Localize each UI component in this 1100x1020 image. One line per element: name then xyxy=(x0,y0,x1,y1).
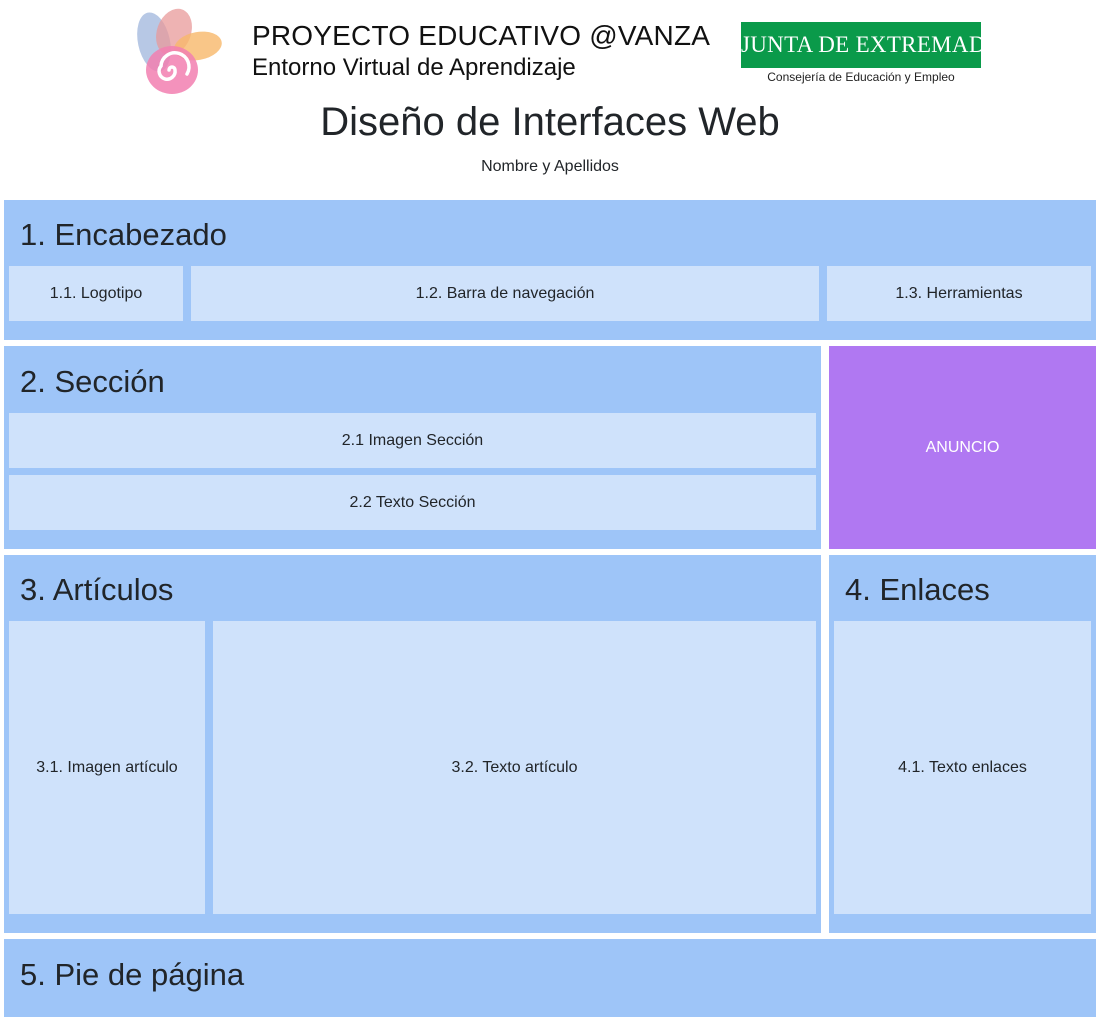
ad-banner: ANUNCIO xyxy=(829,346,1096,549)
links-heading: 4. Enlaces xyxy=(845,572,990,607)
junta-department: Consejería de Educación y Empleo xyxy=(767,70,955,84)
footer-heading: 5. Pie de página xyxy=(20,957,245,992)
articles-heading: 3. Artículos xyxy=(20,572,174,607)
junta-logo: JUNTA DE EXTREMADURA xyxy=(741,22,1035,68)
project-title: PROYECTO EDUCATIVO @VANZA xyxy=(252,20,711,51)
section-image-placeholder: 2.1 Imagen Sección xyxy=(9,413,816,468)
avanza-spiral-logo-icon xyxy=(137,8,222,94)
section-region: 2. Sección 2.1 Imagen Sección 2.2 Texto … xyxy=(4,346,821,549)
article-image-placeholder: 3.1. Imagen artículo xyxy=(9,621,205,914)
header-heading: 1. Encabezado xyxy=(20,217,227,252)
top-banner: PROYECTO EDUCATIVO @VANZA Entorno Virtua… xyxy=(0,0,1100,100)
article-text-placeholder: 3.2. Texto artículo xyxy=(213,621,816,914)
section-text-placeholder: 2.2 Texto Sección xyxy=(9,475,816,530)
tools-placeholder: 1.3. Herramientas xyxy=(827,266,1091,321)
logo-placeholder: 1.1. Logotipo xyxy=(9,266,183,321)
articles-region: 3. Artículos 3.1. Imagen artículo 3.2. T… xyxy=(4,555,821,933)
links-text-placeholder: 4.1. Texto enlaces xyxy=(834,621,1091,914)
section-heading: 2. Sección xyxy=(20,364,165,399)
footer-region: 5. Pie de página xyxy=(4,939,1096,1017)
author-name: Nombre y Apellidos xyxy=(481,158,619,175)
links-region: 4. Enlaces 4.1. Texto enlaces xyxy=(829,555,1096,933)
project-subtitle: Entorno Virtual de Aprendizaje xyxy=(252,54,576,81)
page-title: Diseño de Interfaces Web xyxy=(320,100,780,144)
navbar-placeholder: 1.2. Barra de navegación xyxy=(191,266,819,321)
header-region: 1. Encabezado 1.1. Logotipo 1.2. Barra d… xyxy=(4,200,1096,340)
